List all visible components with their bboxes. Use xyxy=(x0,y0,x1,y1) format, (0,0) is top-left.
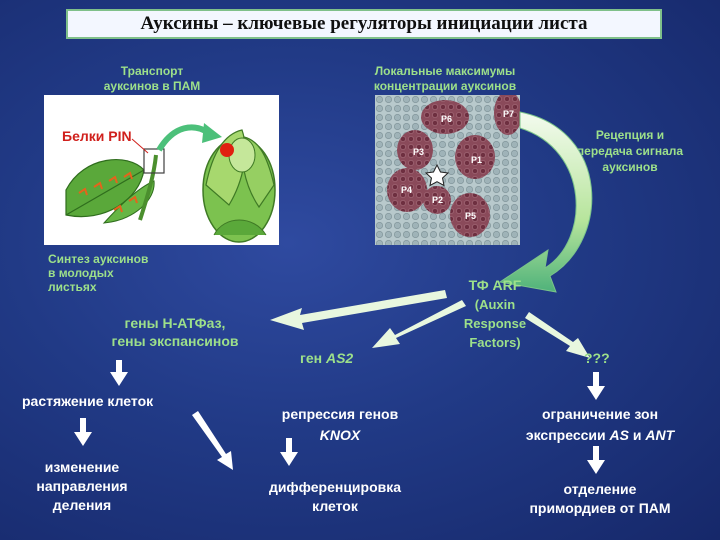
down-arrow-left-1 xyxy=(110,360,128,386)
big-curved-arrow xyxy=(500,112,592,292)
down-arrow-left-2 xyxy=(74,418,92,446)
division-line1: изменение xyxy=(12,458,152,477)
gene-prefix: ген xyxy=(300,350,326,366)
repression-line1: репрессия генов xyxy=(250,404,430,425)
down-arrow-right-1 xyxy=(587,372,605,400)
division-line2: направления xyxy=(12,477,152,496)
separation-line2: примордиев от ПАМ xyxy=(500,499,700,518)
arf-line1: ТФ ARF xyxy=(440,276,550,295)
arf-label: ТФ ARF (Auxin Response Factors) xyxy=(440,276,550,352)
diagonal-arrow xyxy=(192,411,233,470)
differentiation-line1: дифференцировка xyxy=(240,478,430,497)
left-branch-line1: гены Н-АТФаз, xyxy=(70,314,280,332)
restriction-and: и xyxy=(629,427,645,443)
differentiation-label: дифференцировка клеток xyxy=(240,478,430,516)
knox-gene: KNOX xyxy=(320,427,360,443)
division-label: изменение направления деления xyxy=(12,458,152,515)
arf-line3: Response xyxy=(440,314,550,333)
restriction-prefix: экспрессии xyxy=(526,427,610,443)
restriction-line1: ограничение зон xyxy=(490,404,710,425)
differentiation-line2: клеток xyxy=(240,497,430,516)
gene-as2: AS2 xyxy=(326,350,353,366)
ant-gene: ANT xyxy=(645,427,674,443)
separation-label: отделение примордиев от ПАМ xyxy=(500,480,700,518)
left-branch-line2: гены экспансинов xyxy=(70,332,280,350)
stretch-label: растяжение клеток xyxy=(22,393,153,409)
division-line3: деления xyxy=(12,496,152,515)
arf-line4: Factors) xyxy=(440,333,550,352)
down-arrow-right-2 xyxy=(587,446,605,474)
separation-line1: отделение xyxy=(500,480,700,499)
arf-line2: (Auxin xyxy=(440,295,550,314)
middle-branch-label: ген AS2 xyxy=(300,350,353,366)
restriction-line2: экспрессии AS и ANT xyxy=(490,425,710,446)
right-branch-label: ??? xyxy=(584,350,610,366)
left-branch-label: гены Н-АТФаз, гены экспансинов xyxy=(70,314,280,350)
restriction-label: ограничение зон экспрессии AS и ANT xyxy=(490,404,710,446)
as-gene: AS xyxy=(610,427,629,443)
repression-label: репрессия генов KNOX xyxy=(250,404,430,446)
